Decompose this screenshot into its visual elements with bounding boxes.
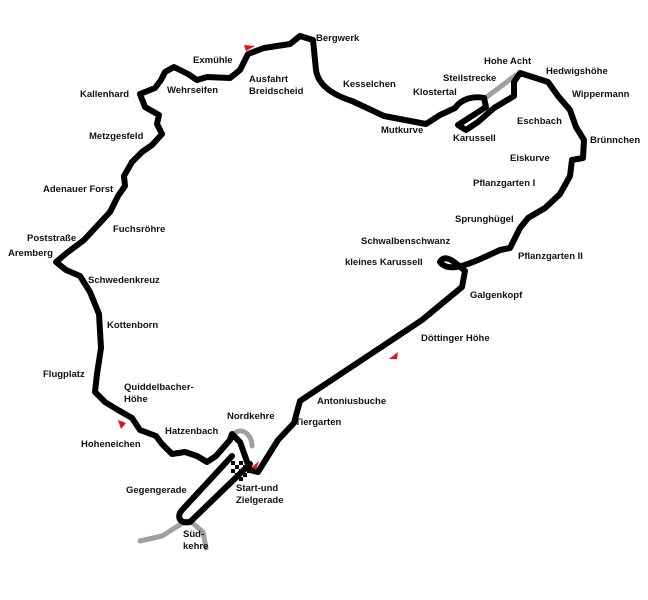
label-bruennchen: Brünnchen: [590, 135, 640, 146]
label-flugplatz: Flugplatz: [43, 369, 85, 380]
connector-west: [137, 518, 189, 544]
label-start-ziel-1: Start-und: [236, 483, 278, 494]
label-nordkehre: Nordkehre: [227, 411, 275, 422]
connector-north: [233, 428, 255, 449]
label-sprunghuegel: Sprunghügel: [455, 214, 514, 225]
label-karussell: Karussell: [453, 133, 496, 144]
sector-marker-doettinger: [389, 352, 398, 359]
track: [53, 33, 587, 526]
connector-hohe-acht: [481, 72, 519, 102]
label-pflanzgarten-1: Pflanzgarten I: [473, 178, 535, 189]
label-doettinger-hoehe: Döttinger Höhe: [421, 333, 490, 344]
connector-roads: [137, 72, 519, 551]
label-eschbach: Eschbach: [517, 116, 562, 127]
label-pflanzgarten-2: Pflanzgarten II: [518, 251, 583, 262]
label-steilstrecke: Steilstrecke: [443, 73, 496, 84]
label-galgenkopf: Galgenkopf: [470, 290, 523, 301]
sector-marker-hoheneichen: [118, 420, 126, 429]
label-quiddelbacher-1: Quiddelbacher-: [124, 382, 194, 393]
label-bergwerk: Bergwerk: [316, 33, 360, 44]
label-start-ziel-2: Zielgerade: [236, 495, 284, 506]
label-suedkehre-2: kehre: [183, 541, 208, 552]
label-hatzenbach: Hatzenbach: [165, 426, 219, 437]
label-eiskurve: Eiskurve: [510, 153, 550, 164]
label-aremberg: Aremberg: [8, 248, 53, 259]
label-hohe-acht: Hohe Acht: [484, 56, 532, 67]
label-schwalbenschwanz: Schwalbenschwanz: [361, 236, 450, 247]
track-main-loop: [53, 33, 587, 475]
label-metzgesfeld: Metzgesfeld: [89, 131, 144, 142]
checkered-flag-icon: [231, 461, 251, 481]
track-sued-hairpin: [176, 453, 253, 526]
label-kesselchen: Kesselchen: [343, 79, 396, 90]
label-kottenborn: Kottenborn: [107, 320, 158, 331]
connector-south: [187, 518, 209, 551]
label-kleines-karussell: kleines Karussell: [345, 257, 423, 268]
label-exmuehle: Exmühle: [193, 55, 233, 66]
label-quiddelbacher-2: Höhe: [124, 394, 148, 405]
label-fuchsroehre: Fuchsröhre: [113, 224, 165, 235]
label-suedkehre-1: Süd-: [183, 529, 204, 540]
label-wehrseifen: Wehrseifen: [167, 85, 218, 96]
label-hedwigshoehe: Hedwigshöhe: [546, 66, 608, 77]
label-wippermann: Wippermann: [572, 89, 630, 100]
label-mutkurve: Mutkurve: [381, 125, 423, 136]
label-adenauer-forst: Adenauer Forst: [43, 184, 114, 195]
corner-labels: Bergwerk Exmühle Ausfahrt Breidscheid Ke…: [8, 33, 640, 552]
label-schwedenkreuz: Schwedenkreuz: [88, 275, 160, 286]
label-kallenhard: Kallenhard: [80, 89, 129, 100]
sector-marker-bergwerk: [244, 45, 255, 51]
label-tiergarten: Tiergarten: [295, 417, 341, 428]
label-ausfahrt-breidscheid-1: Ausfahrt: [249, 74, 289, 85]
label-poststrasse: Poststraße: [27, 233, 76, 244]
label-hoheneichen: Hoheneichen: [81, 439, 141, 450]
label-antoniusbuche: Antoniusbuche: [317, 396, 386, 407]
label-gegengerade: Gegengerade: [126, 485, 187, 496]
label-ausfahrt-breidscheid-2: Breidscheid: [249, 86, 304, 97]
label-klostertal: Klostertal: [413, 87, 457, 98]
sector-marker-start: [252, 461, 259, 470]
sector-markers: [118, 45, 398, 470]
